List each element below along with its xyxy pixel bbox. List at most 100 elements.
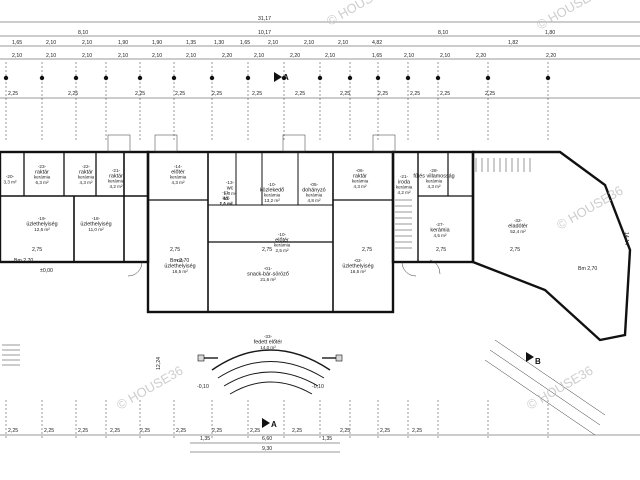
room-number: -13-	[226, 180, 235, 185]
room-area: 2,1 m²	[219, 201, 232, 206]
room-area: 4,3 m²	[171, 180, 184, 185]
room-area: 16,5 m²	[350, 269, 366, 274]
room-finish: kerámia	[426, 178, 443, 183]
room-3: -20-3,3 m²	[3, 174, 16, 184]
room-9: -12-1,0 m²	[219, 196, 232, 206]
room-number: -11-	[222, 190, 230, 195]
room-number: -02-	[354, 258, 363, 263]
axis-marker-1	[39, 75, 45, 81]
room-finish: kerámia	[264, 192, 281, 197]
room-name: előtér	[275, 237, 289, 243]
bottom-dim-8: 2,25	[292, 428, 302, 434]
room-number: -22-	[82, 164, 91, 169]
bottom-dim-7: 2,25	[250, 428, 260, 434]
bm-dim-3: 2,75	[262, 247, 272, 253]
axis-marker-15	[545, 75, 551, 81]
dim-bottom-sub-3: 1,35	[322, 436, 332, 442]
level-entrance: -0,10	[197, 384, 209, 390]
bottom-dim-1: 2,25	[44, 428, 54, 434]
row3b-dim-4: 2,20	[290, 53, 300, 59]
room-name: fűtés villamosság	[413, 173, 454, 179]
section-a-top-arrow	[274, 72, 282, 82]
room-area: 4,2 m²	[109, 184, 122, 189]
section-a-bottom: A	[271, 420, 277, 429]
level-left: ±0,00	[40, 268, 53, 274]
level-entrance-right: -0,10	[312, 384, 324, 390]
room-area: 4,2 m²	[397, 190, 410, 195]
section-markers: A A B	[262, 72, 541, 429]
room-area: 2,5 m²	[275, 248, 288, 253]
room-number: -20-	[6, 174, 15, 179]
section-a-top: A	[283, 73, 289, 82]
row3-dim-12: 1,82	[508, 40, 518, 46]
room-number: -14-	[174, 164, 183, 169]
bm-dim-5: 2,75	[436, 247, 446, 253]
room-number: -23-	[38, 164, 47, 169]
row5-dim-1: 2,25	[68, 91, 78, 97]
row5-dim-9: 2,25	[410, 91, 420, 97]
room-name: wc	[226, 185, 234, 191]
dim-row2-1: 8,10	[78, 30, 88, 36]
room-number: -27-	[436, 222, 445, 227]
room-name: üzlethelyiség	[26, 221, 57, 227]
axis-marker-7	[245, 75, 251, 81]
row3-dim-8: 2,10	[268, 40, 278, 46]
room-area: 1,0 m²	[219, 201, 232, 206]
room-finish: kerámia	[108, 178, 125, 183]
dim-overall: 31,17	[258, 16, 271, 22]
room-area: 3,3 m²	[3, 179, 16, 184]
axis-marker-3	[103, 75, 109, 81]
row5-dim-5: 2,25	[252, 91, 262, 97]
row3-dim-11: 4,82	[372, 40, 382, 46]
axis-marker-13	[435, 75, 441, 81]
section-a-bottom-arrow	[262, 418, 270, 428]
row3b-dim-1: 2,10	[82, 53, 92, 59]
room-finish: kerámia	[396, 184, 413, 189]
bm-dim-2: 2,75	[170, 247, 180, 253]
row5-dim-11: 2,25	[485, 91, 495, 97]
row3b-dim-5: 1,65	[372, 53, 382, 59]
room-finish: kerámia	[274, 242, 291, 247]
room-area: 4,8 m²	[307, 198, 320, 203]
bottom-dim-2: 2,25	[78, 428, 88, 434]
bm-mid: Bm 2,70	[170, 258, 189, 264]
room-number: -21-	[112, 168, 121, 173]
axis-marker-12	[405, 75, 411, 81]
height-annotations: Bm 2,70 Bm 2,70 Bm 2,70 2,75 2,75 2,75 2…	[14, 247, 597, 390]
room-number: -19-	[38, 216, 47, 221]
room-area: 13,2 m²	[264, 198, 280, 203]
room-name: közlekedő	[260, 187, 284, 193]
room-name: kerámia	[430, 227, 449, 233]
section-b: B	[535, 357, 541, 366]
room-finish: kerámia	[170, 174, 187, 179]
axis-marker-10	[347, 75, 353, 81]
row5-dim-4: 2,25	[212, 91, 222, 97]
room-number: -10-	[268, 182, 277, 187]
room-name: üzlethelyiség	[80, 221, 111, 227]
room-area: 4,5 m²	[433, 233, 446, 238]
room-name: üzlethelyiség	[342, 263, 373, 269]
row3-dim-0: 1,65	[12, 40, 22, 46]
bottom-dim-9: 2,25	[340, 428, 350, 434]
dim-bottom-sub-1: 1,35	[200, 436, 210, 442]
room-area: 4,3 m²	[353, 184, 366, 189]
room-8: -11-wc2,1 m²	[219, 190, 232, 206]
axis-marker-14	[485, 75, 491, 81]
room-7: -13-wc1,3 m²	[223, 180, 236, 196]
room-number: -06-	[356, 168, 365, 173]
bottom-dimension-lines: 1,35 6,60 1,35 9,30 12,24 14,14	[0, 232, 640, 453]
watermarks: © HOUSE36 © HOUSE36 © HOUSE36 © HOUSE36 …	[114, 0, 625, 413]
dim-left-vertical-1: 12,24	[156, 357, 162, 370]
room-area: 14,0 m²	[260, 345, 276, 350]
room-name: raktár	[353, 173, 367, 179]
room-area: 16,5 m²	[172, 269, 188, 274]
room-number: -03-	[176, 258, 185, 263]
watermark-1: © HOUSE36	[324, 0, 395, 29]
row3-dim-7: 1,65	[240, 40, 250, 46]
